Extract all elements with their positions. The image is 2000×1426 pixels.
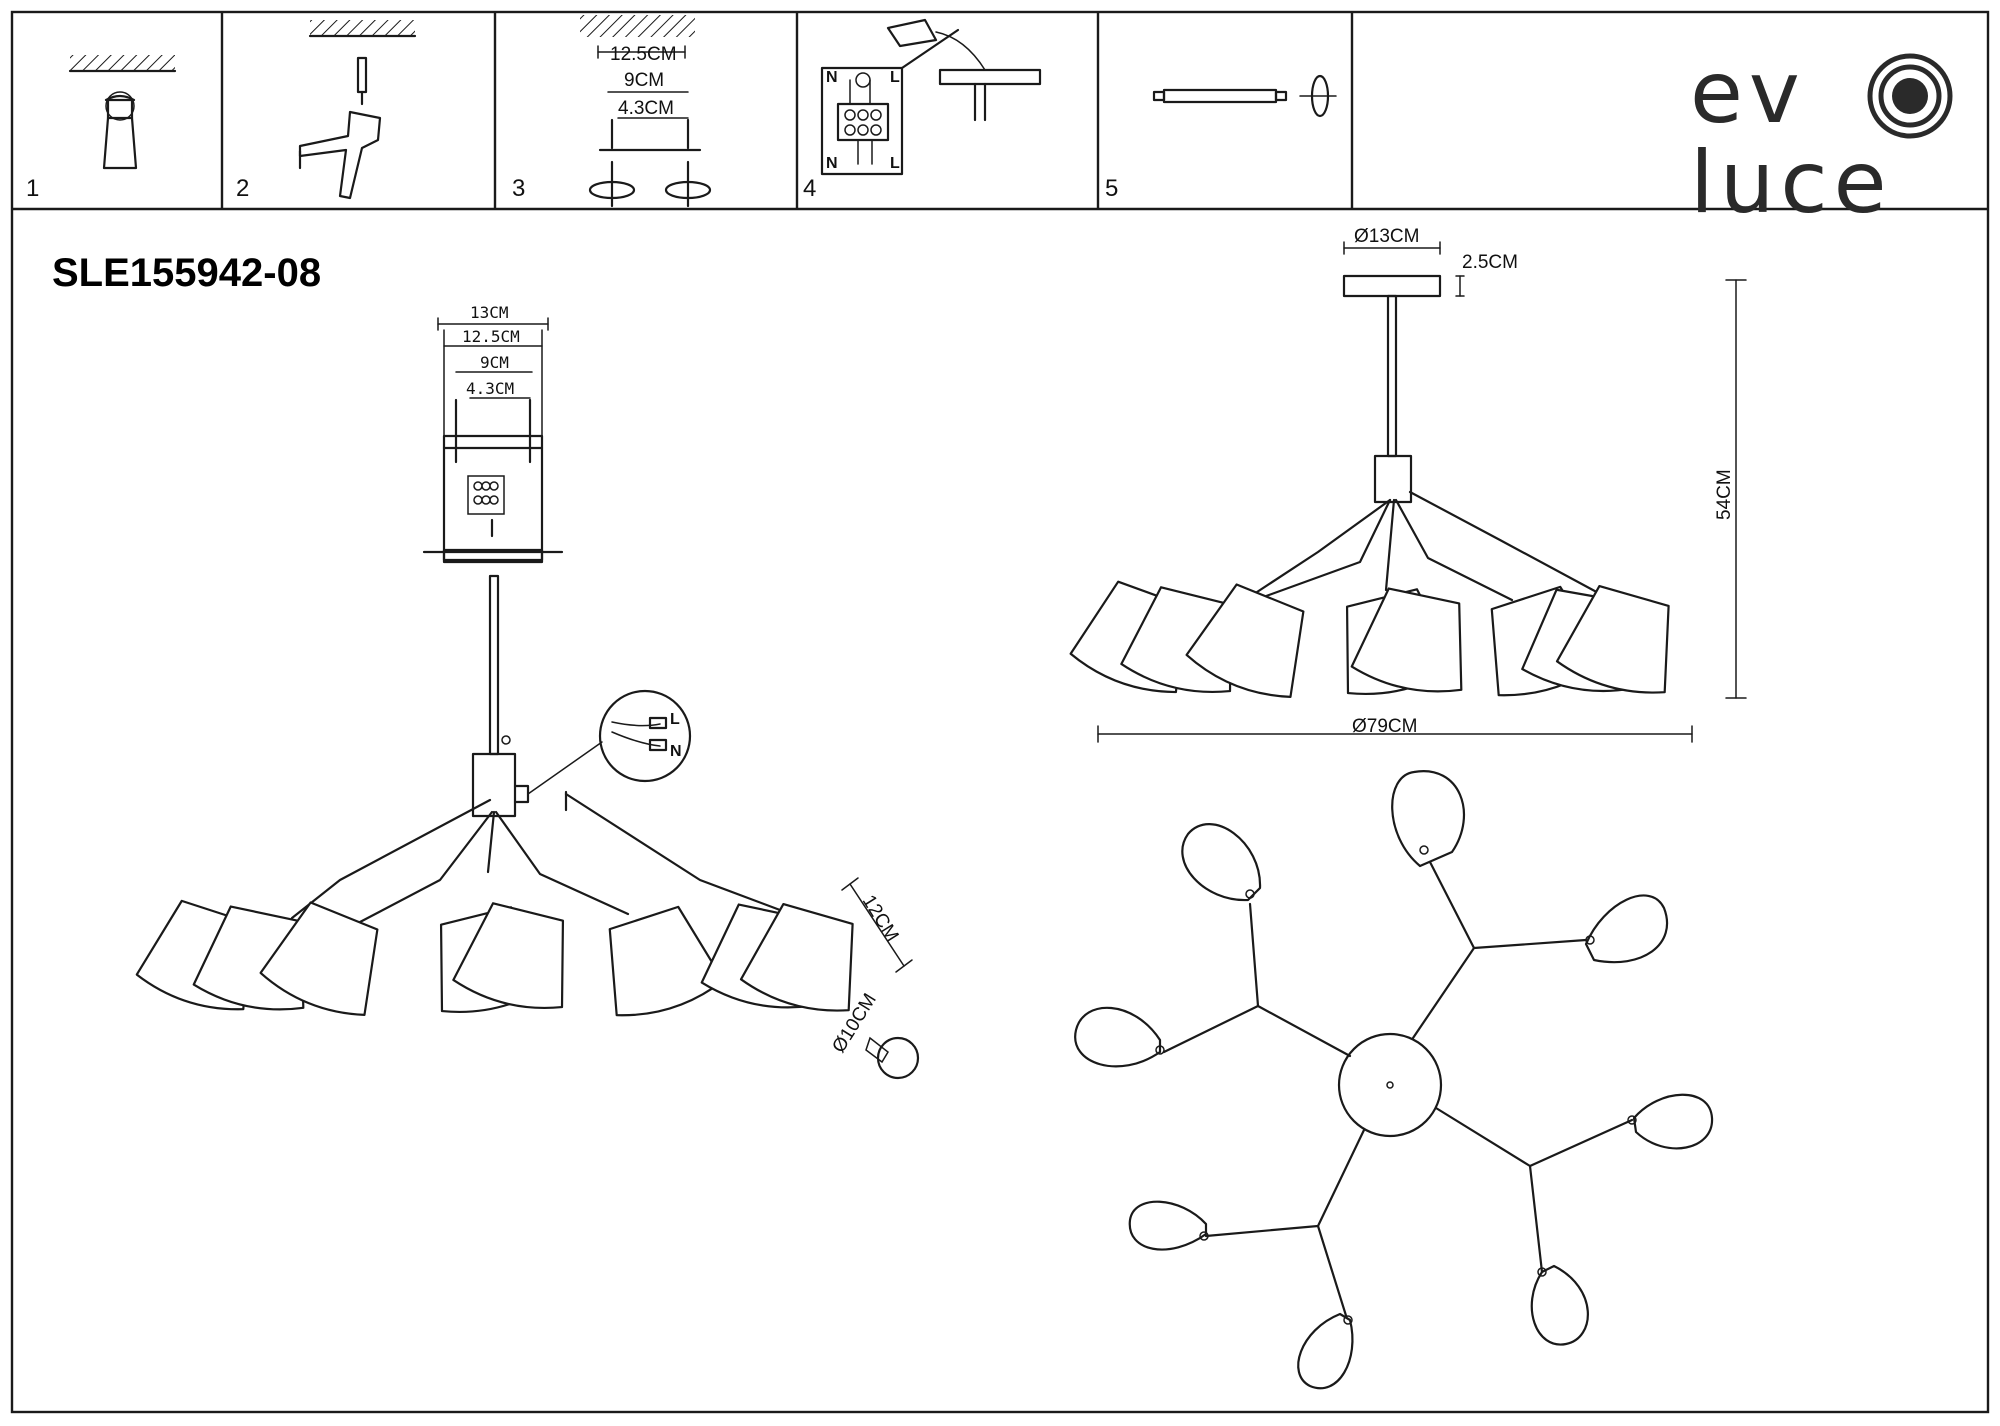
screw-rotate-icon-2	[664, 180, 712, 200]
wire-label-l: L	[670, 711, 680, 728]
step-3-dim-125: 12.5CM	[610, 44, 677, 65]
top-shade-3	[1181, 823, 1262, 902]
front-shade-6	[589, 899, 728, 1026]
brand-line-2: luce	[1690, 133, 1893, 233]
step-3-dim-9: 9CM	[624, 70, 664, 91]
front-rod	[488, 574, 500, 756]
side-total-diameter: Ø79CM	[1352, 716, 1417, 737]
step-panels: 1 2 3 4 5 12.5CM	[26, 12, 1354, 209]
step-4-wire-n-bottom: N	[826, 155, 838, 172]
step-5-rod-assembly	[1152, 74, 1337, 118]
canopy-box	[442, 434, 544, 562]
ceiling-hatch	[70, 55, 175, 71]
step-3-dim-43: 4.3CM	[618, 98, 674, 119]
step-2-number: 2	[236, 175, 249, 202]
bulb-icon	[876, 1036, 920, 1080]
top-shade-1	[1391, 770, 1466, 868]
top-shade-5	[1128, 1200, 1208, 1251]
step-3-number: 3	[512, 175, 525, 202]
step-4-number: 4	[803, 175, 816, 202]
step-4-wiring: N L N L	[820, 18, 1042, 176]
terminal-block	[836, 102, 890, 142]
terminal-block-icon	[467, 475, 505, 515]
side-view: Ø13CM 2.5CM 54CM Ø79CM	[1066, 226, 1747, 743]
step-4-wire-l-bottom: L	[890, 155, 900, 172]
canopy-dim-9: 9CM	[480, 353, 509, 372]
model-number: SLE155942-08	[52, 251, 321, 295]
step-1-number: 1	[26, 175, 39, 202]
front-shade-height: 12CM	[858, 892, 903, 946]
top-canopy	[1337, 1032, 1443, 1138]
ceiling-hatch-2	[310, 20, 415, 36]
side-canopy-height: 2.5CM	[1462, 252, 1518, 273]
wire-detail-callout	[598, 689, 692, 783]
step-2-hammer	[298, 20, 417, 200]
side-total-height: 54CM	[1714, 469, 1735, 520]
canopy-dim-13: 13CM	[470, 303, 509, 322]
side-rod	[1386, 294, 1398, 458]
top-view	[1074, 770, 1714, 1390]
rotate-arrow-icon	[105, 91, 135, 121]
hammer-icon	[298, 110, 382, 200]
top-shade-4	[1074, 1006, 1162, 1068]
step-4-wire-n-top: N	[826, 69, 838, 86]
side-canopy	[1342, 274, 1442, 298]
side-canopy-diameter: Ø13CM	[1354, 226, 1419, 247]
wire-label-n: N	[670, 743, 682, 760]
top-shade-6	[1297, 1312, 1354, 1390]
step-5-number: 5	[1105, 175, 1118, 202]
canopy-dim-43: 4.3CM	[466, 379, 514, 398]
brand-line-1: ev	[1690, 43, 1806, 143]
concentric-ring-o-icon	[1867, 53, 1953, 139]
front-view: L N 12CM Ø10CM	[132, 574, 920, 1080]
top-shade-8	[1530, 1264, 1589, 1346]
side-hub	[1373, 454, 1413, 504]
top-shade-7	[1632, 1093, 1714, 1150]
ground-icon	[855, 72, 871, 88]
canopy-detail: 13CM 12.5CM 9CM 4.3CM	[422, 303, 564, 564]
step-3-mounting-plate: 12.5CM 9CM 4.3CM	[580, 15, 712, 208]
step-4-wire-l-top: L	[890, 69, 900, 86]
brand-logo: ev luce	[1690, 43, 1953, 233]
sheet-frame	[10, 10, 1990, 1414]
screw-rotate-icon	[588, 180, 636, 200]
step-1-ceiling-anchor	[68, 55, 177, 170]
ceiling-hatch-3	[580, 15, 695, 37]
canopy-dim-125: 12.5CM	[462, 327, 520, 346]
top-shade-2	[1584, 894, 1669, 964]
